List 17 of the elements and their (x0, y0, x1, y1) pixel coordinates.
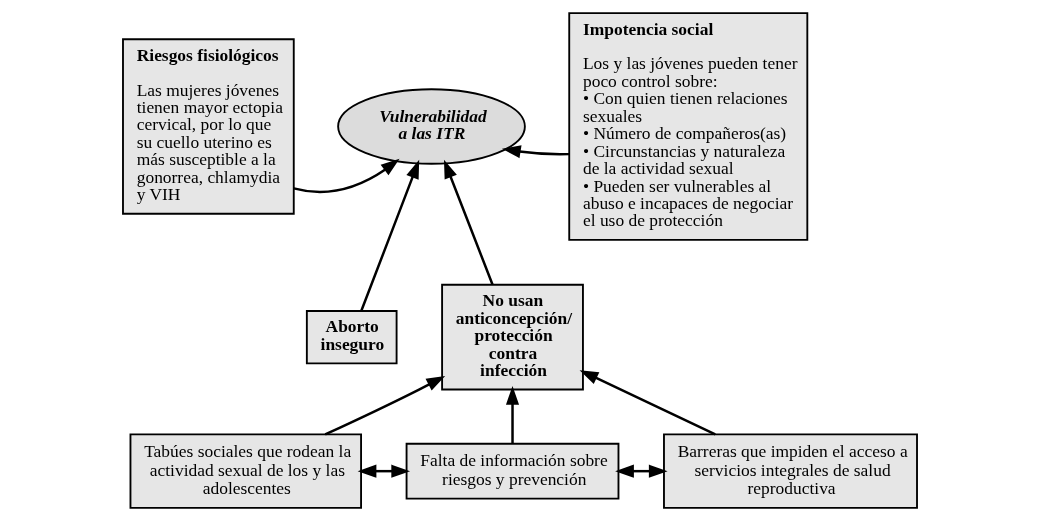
node-ellipse: Vulnerabilidad a las ITR (336, 88, 526, 165)
node-box: No usan anticoncepción/ protección contra infección (440, 283, 584, 391)
arrow (579, 370, 716, 436)
node-box: Tabúes sociales que rodean la actividad sexual de los y las adolescentes (129, 433, 362, 509)
arrow (357, 464, 410, 478)
node-box: Riesgos fisiológicos Las mujeres jóvenes tienen mayor ectopia cervical, por lo que su cuello uterino es más susceptible a la gonorrea, chlamydia y VIH (121, 38, 295, 215)
node-box: Aborto inseguro (305, 310, 398, 365)
arrow (324, 375, 445, 436)
node-box: Falta de información sobre riesgos y prevención (405, 442, 619, 500)
node-box: Impotencia social Los y las jóvenes pueden tener poco control sobre: • Con quien tienen relaciones sexuales • Número de compañeros(as) • Circunstancias y naturaleza de la actividad sexual • Pueden ser vulnerables al abuso e incapaces de negociar el uso de protección (567, 12, 808, 241)
arrow (614, 464, 668, 478)
arrow (359, 159, 419, 312)
arrow (501, 145, 569, 159)
arrow (443, 159, 494, 285)
arrow (505, 385, 519, 444)
node-box: Barreras que impiden el acceso a servicios integrales de salud reproductiva (662, 433, 918, 509)
arrow (293, 158, 400, 194)
